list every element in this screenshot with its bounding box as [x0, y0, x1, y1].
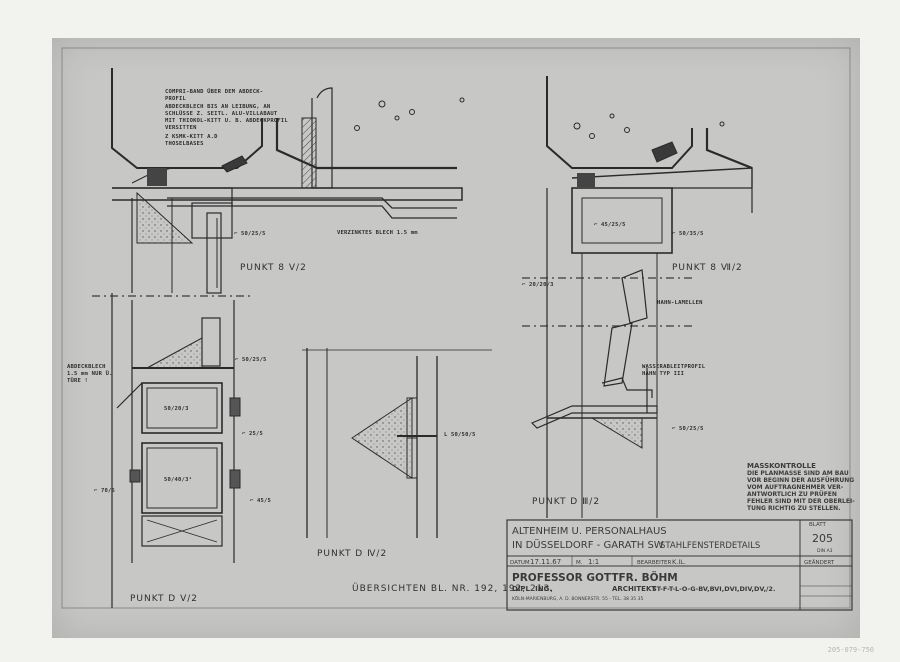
note-profile-20-20-3: ⌐ 20/20/3 — [522, 282, 554, 288]
annotation-8v2: COMPRI-BAND ÜBER DEM ABDECK- PROFIL ABDE… — [165, 88, 288, 147]
break-lines — [92, 277, 692, 327]
blatt-format: DIN A3 — [817, 548, 833, 554]
note-line: VERSITTEN — [165, 125, 197, 131]
svg-text:VOR BEGINN DER AUSFÜHRUNG: VOR BEGINN DER AUSFÜHRUNG — [747, 477, 854, 484]
note-line: MIT THIOKOL-KITT U. B. ABDECKPROFIL — [165, 118, 288, 124]
note-line: Z KSMK-KITT A.D — [165, 134, 218, 140]
project-title-line1: ALTENHEIM U. PERSONALHAUS — [512, 526, 667, 537]
massstab-value: 1:1 — [588, 558, 599, 566]
note-profile-50-25-5-mid: ⌐ 50/25/5 — [235, 357, 267, 363]
note-line: ABDECKBLECH BIS AN LEIBUNG, AN — [165, 104, 270, 110]
label-punkt-diii2: PUNKT D Ⅲ/2 — [532, 497, 600, 507]
detail-8vii2 — [546, 76, 753, 518]
construction-drawing: COMPRI-BAND ÜBER DEM ABDECK- PROFIL ABDE… — [61, 47, 855, 611]
note-box-50-40-3: 50/40/3¹ — [164, 476, 192, 483]
massstab-label: M. — [576, 560, 583, 566]
project-title-line2: IN DÜSSELDORF - GARATH SW — [512, 538, 664, 551]
label-punkt-8vii2: PUNKT 8 Ⅶ/2 — [672, 263, 743, 273]
svg-text:TUNG RICHTIG ZU STELLEN.: TUNG RICHTIG ZU STELLEN. — [747, 505, 841, 512]
label-punkt-8v2: PUNKT 8 Ⅴ/2 — [240, 263, 307, 273]
detail-8v2 — [111, 68, 465, 608]
datum-label: DATUM — [510, 560, 530, 566]
note-profile-50-25-5-top: ⌐ 50/25/5 — [234, 231, 266, 237]
svg-text:ANTWORTLICH ZU PRÜFEN: ANTWORTLICH ZU PRÜFEN — [747, 491, 837, 498]
detail-div2 — [302, 348, 492, 538]
drawing-subject: STAHLFENSTERDETAILS — [660, 541, 760, 551]
note-abdeckblech: ABDECKBLECH — [67, 364, 106, 370]
bearbeiter-value: K.IL. — [672, 558, 686, 566]
note-wasserableitprofil: HAHN TYP III — [642, 371, 684, 377]
label-uebersichten: ÜBERSICHTEN BL. NR. 192, 192, 213, — [352, 583, 554, 594]
bearbeiter-label: BEARBEITER — [637, 560, 672, 566]
drawing-frame — [61, 47, 851, 609]
masskontrolle-stamp: MASSKONTROLLE DIE PLANMASSE SIND AM BAU … — [747, 462, 855, 512]
architect-name: PROFESSOR GOTTFR. BÖHM — [512, 570, 678, 584]
label-punkt-dv2: PUNKT D Ⅴ/2 — [130, 594, 198, 604]
note-line: COMPRI-BAND ÜBER DEM ABDECK- — [165, 88, 263, 95]
note-profile-50-25-5-right: ⌐ 50/25/5 — [672, 426, 704, 432]
architect-degree: DIPL. ING. — [512, 585, 552, 593]
note-wasserableitprofil: WASSERABLEITPROFIL — [642, 364, 706, 370]
svg-text:MASSKONTROLLE: MASSKONTROLLE — [747, 462, 816, 470]
architekt-label: ARCHITEKT — [612, 585, 656, 593]
architect-address: KÖLN-MARIENBURG, A. D. BONNERSTR. 55 - T… — [512, 595, 643, 602]
drawing-sheet — [52, 38, 860, 638]
label-punkt-div2: PUNKT D Ⅳ/2 — [317, 549, 387, 559]
archive-number: 205-079-750 — [827, 646, 874, 654]
detail-dv2 — [116, 300, 241, 563]
note-profile-70-5: ⌐ 70/5 — [94, 488, 115, 494]
blatt-label: BLATT — [809, 522, 827, 528]
detail-diii2 — [530, 322, 658, 449]
note-profile-45-25-5: ⌐ 45/25/5 — [594, 222, 626, 228]
svg-text:VOM AUFTRAGNEHMER VER-: VOM AUFTRAGNEHMER VER- — [747, 484, 844, 491]
note-hahn-lamellen: HAHN-LAMELLEN — [657, 300, 703, 306]
note-line: SCHLÜSSE Z. SEITL. ALU-VILLABAUT — [165, 110, 278, 117]
svg-text:DIE PLANMASSE SIND AM BAU: DIE PLANMASSE SIND AM BAU — [747, 470, 849, 477]
note-line: THOSELBASES — [165, 141, 204, 147]
note-profile-50-35-5: ⌐ 50/35/5 — [672, 231, 704, 237]
note-profile-25-5: ⌐ 25/5 — [242, 431, 263, 437]
title-block — [506, 519, 853, 611]
geaendert-label: GEÄNDERT — [804, 559, 835, 566]
note-line: PROFIL — [165, 96, 187, 102]
note-angle-50-50-5: L 50/50/5 — [444, 432, 476, 438]
note-abdeckblech: 1.5 mm NUR Ü. — [67, 370, 113, 377]
blatt-number: 205 — [812, 532, 833, 545]
note-box-50-20-3: 50/20/3 — [164, 406, 189, 412]
datum-value: 17.11.67 — [530, 558, 561, 566]
svg-text:FEHLER SIND MIT DER OBERLEI-: FEHLER SIND MIT DER OBERLEI- — [747, 498, 855, 505]
sheet-codes: ST-F-T-L-O-G-BV,BVI,DVI,DIV,DV,/2. — [652, 585, 775, 593]
note-abdeckblech: TÜRE ! — [67, 377, 88, 384]
note-verzinktes-blech: VERZINKTES BLECH 1.5 mm — [337, 230, 418, 236]
note-profile-45-5: ⌐ 45/5 — [250, 498, 271, 504]
